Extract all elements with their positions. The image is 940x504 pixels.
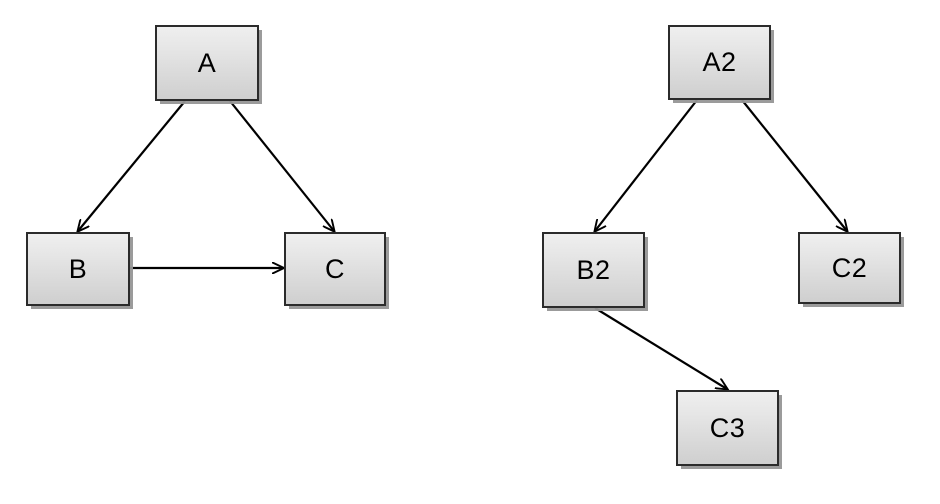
node-label: A2 [702,47,737,77]
node-a2[interactable]: A2 [668,25,771,100]
node-a[interactable]: A [155,25,259,101]
edge-b2-c3[interactable] [594,307,727,389]
node-c2[interactable]: C2 [798,232,901,304]
edge-a-c[interactable] [229,100,334,231]
node-c[interactable]: C [284,232,386,306]
node-label: C3 [709,412,746,443]
edges-group [78,99,847,389]
node-label: C [325,253,345,284]
edge-a2-c2[interactable] [741,99,847,231]
node-label: B [68,253,88,284]
node-label: A [197,47,217,78]
node-b2[interactable]: B2 [542,232,645,308]
edge-a2-b2[interactable] [595,99,698,231]
node-c3[interactable]: C3 [676,390,779,466]
node-b[interactable]: B [26,232,130,306]
edge-a-b[interactable] [78,100,186,231]
node-label: B2 [576,254,611,285]
node-label: C2 [831,252,868,283]
